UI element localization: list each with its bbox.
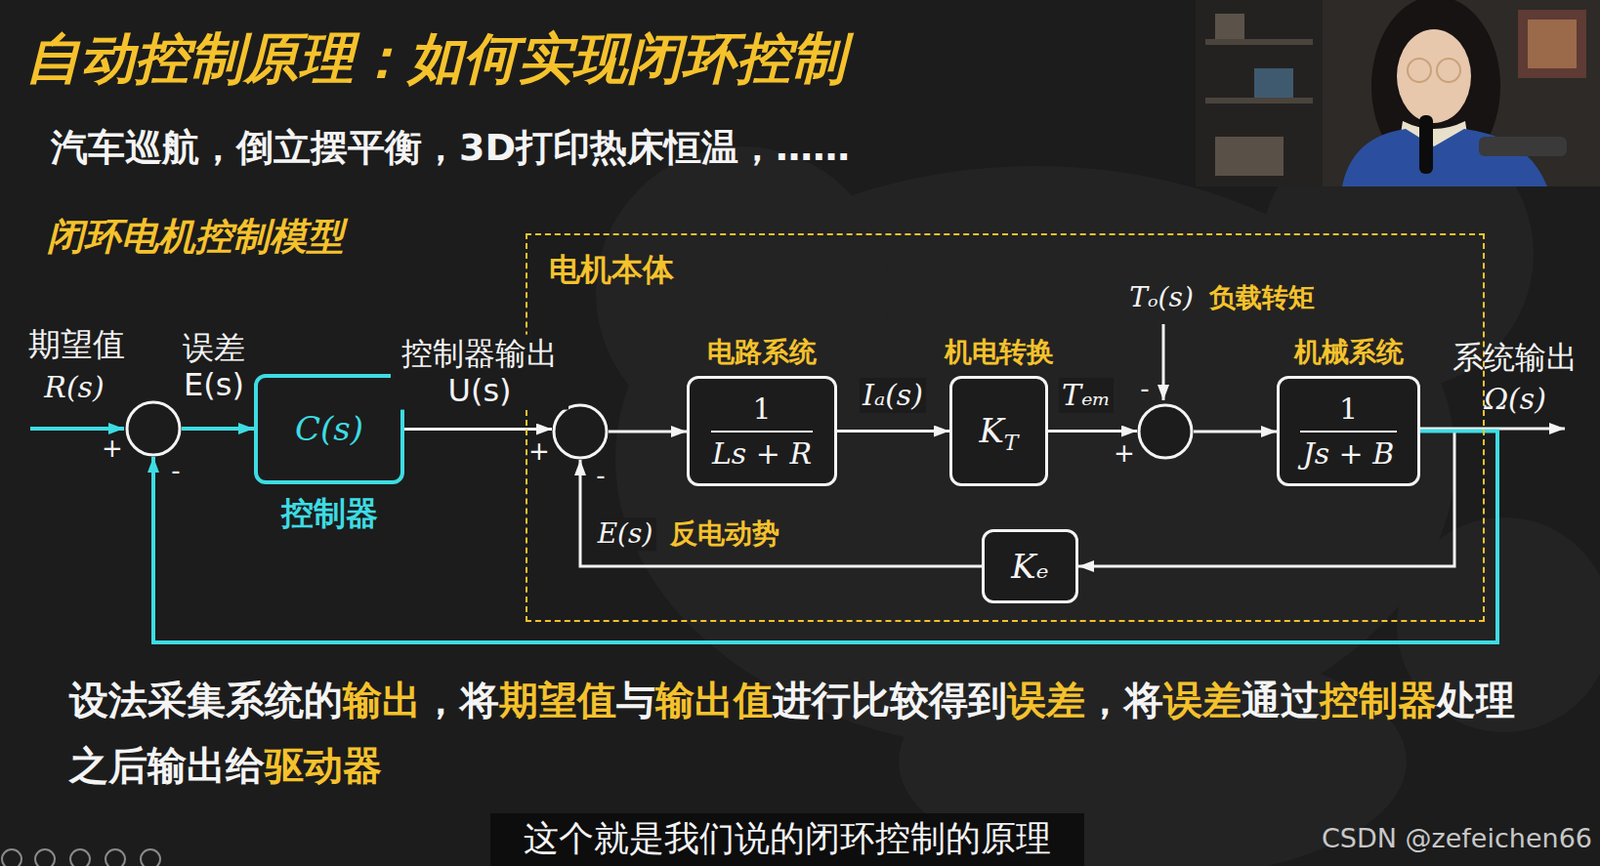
fraction-denominator: Ls + R	[712, 436, 812, 472]
summing-junction: +-	[125, 400, 182, 458]
explanation-text: 误差	[1163, 677, 1242, 723]
explanation-text: 进行比较得到	[772, 677, 1008, 723]
explanation-text: 输出值	[655, 677, 773, 723]
region-title: 电机本体	[548, 251, 674, 289]
signal-connector	[608, 430, 687, 434]
block-heading: 电路系统	[707, 336, 817, 370]
sign-mark: -	[1139, 374, 1149, 405]
transfer-block: 1Ls + R电路系统	[686, 376, 838, 487]
explanation-text: 期望值	[499, 677, 617, 723]
video-subtitle: 这个就是我们说的闭环控制的原理	[523, 817, 1052, 860]
fraction-denominator: Js + B	[1303, 436, 1395, 472]
summing-junction: -+	[1136, 403, 1194, 461]
explanation-text: 处理	[1436, 677, 1516, 723]
signal-label: 误差 E(s)	[175, 329, 253, 405]
block-symbol: C(s)	[294, 409, 364, 450]
box-content: 1 Ls + R	[689, 378, 835, 484]
load-torque-arrow	[1162, 324, 1166, 401]
transfer-block: 1Js + B机械系统	[1276, 376, 1421, 487]
explanation-text: 控制器	[1319, 677, 1437, 723]
explanation-text: 与	[616, 677, 656, 723]
signal-symbol: R(s)	[43, 370, 104, 406]
fraction-bar	[711, 430, 813, 433]
controller-box: C(s)控制器	[253, 374, 405, 485]
explanation-text: ，将	[1085, 677, 1164, 723]
input-arrow	[30, 426, 125, 431]
box-content: 1 Js + B	[1279, 378, 1418, 484]
explanation-text: 设法采集系统的	[69, 677, 343, 723]
explanation-line: 设法采集系统的输出，将期望值与输出值进行比较得到误差，将误差通过控制器处理	[69, 676, 1516, 724]
box-content	[551, 403, 609, 461]
slide-title: 自动控制原理：如何实现闭环控制	[25, 25, 846, 91]
signal-label: 控制器输出 U(s)	[390, 335, 569, 411]
symbol-subscript: T	[1004, 430, 1019, 457]
webcam-inset	[1195, 0, 1600, 187]
signal-label: Iₐ(s)	[859, 378, 927, 414]
signal-symbol: Tₒ(s)	[1129, 281, 1194, 315]
symbol-row: KT	[978, 411, 1018, 452]
signal-connector	[181, 426, 254, 431]
junction-outline	[1136, 403, 1194, 461]
gain-block: KT机电转换	[949, 376, 1049, 487]
signal-label: Tₑₘ	[1058, 378, 1114, 414]
sign-mark: +	[1113, 438, 1136, 469]
fraction-numerator: 1	[1339, 391, 1358, 427]
box-content	[125, 400, 182, 458]
sign-mark: -	[595, 461, 605, 492]
signal-connector	[1193, 430, 1277, 434]
box-content: C(s)	[257, 378, 401, 481]
signal-name: 负载转矩	[1209, 282, 1315, 314]
player-toolbar-icons	[1, 849, 161, 866]
explanation-text: 之后输出给	[69, 743, 265, 789]
fraction-numerator: 1	[752, 391, 771, 427]
sign-mark: +	[528, 436, 550, 467]
signal-name: 反电动势	[670, 517, 780, 551]
motor-body-region: 电机本体+-1Ls + R电路系统KT机电转换-+1Js + B机械系统Kₑ	[525, 233, 1485, 623]
sign-mark: +	[101, 433, 124, 464]
explanation-text: 通过	[1241, 677, 1320, 723]
symbol-row: Kₑ	[1010, 547, 1050, 588]
signal-connector	[837, 429, 950, 433]
faint-cartoon-watermark	[595, 117, 1600, 866]
block-heading: 机电转换	[944, 336, 1054, 370]
box-content	[1136, 403, 1194, 461]
explanation-text: 输出	[342, 677, 422, 723]
signal-connector	[404, 427, 552, 431]
signal-connector	[1048, 429, 1137, 433]
signal-label: E(s)	[594, 517, 657, 551]
signal-symbol: Ω(s)	[1483, 381, 1547, 418]
summing-junction: +-	[551, 403, 609, 461]
block-heading: 机械系统	[1294, 336, 1404, 370]
signal-name: 系统输出	[1452, 338, 1578, 377]
gain-block: Kₑ	[981, 529, 1079, 604]
watermark: CSDN @zefeichen66	[1321, 823, 1593, 855]
explanation-text: 驱动器	[264, 743, 382, 789]
box-content: KT	[952, 378, 1046, 484]
symbol-row: C(s)	[294, 409, 364, 450]
sign-mark: -	[170, 456, 180, 487]
signal-name: 期望值	[28, 325, 126, 365]
box-content: Kₑ	[984, 532, 1076, 601]
subtitle-band	[490, 813, 1085, 866]
junction-outline	[125, 400, 182, 458]
junction-outline	[551, 403, 609, 461]
block-heading: 控制器	[281, 494, 379, 534]
explanation-text: ，将	[421, 677, 500, 723]
explanation-line: 之后输出给驱动器	[69, 742, 382, 790]
slide-subtitle: 汽车巡航，倒立摆平衡，3D打印热床恒温，……	[50, 126, 850, 171]
explanation-text: 误差	[1007, 677, 1086, 723]
section-heading: 闭环电机控制模型	[46, 214, 344, 260]
block-symbol: K	[978, 411, 1004, 452]
fraction-bar	[1300, 430, 1397, 433]
block-symbol: Kₑ	[1010, 547, 1050, 588]
